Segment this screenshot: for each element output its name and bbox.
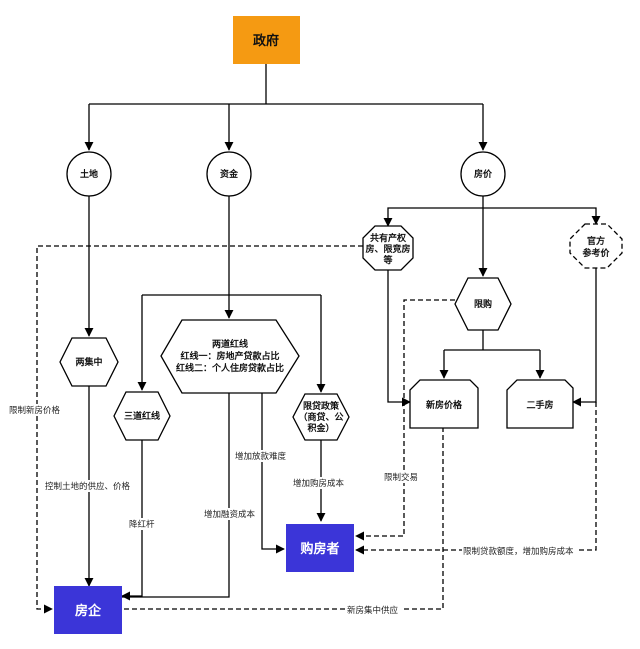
edge-label-control-land: 控制土地的供应、价格 — [45, 481, 131, 492]
loan-limit-line-1: 限贷政策 — [303, 400, 340, 412]
two-red-lines-title: 两道红线 — [212, 338, 248, 350]
edge-labels: 限制新房价格 控制土地的供应、价格 降红杆 增加融资成本 增加放款难度 增加购房… — [8, 404, 578, 616]
purchase-limit-label: 限购 — [474, 298, 492, 310]
loan-limit-line-3: 积金） — [307, 422, 334, 434]
three-red-lines-node: 三道红线 — [113, 391, 171, 441]
land-label: 土地 — [80, 168, 98, 180]
three-red-lines-label: 三道红线 — [124, 410, 160, 422]
two-concentrated-node: 两集中 — [59, 337, 119, 387]
edge-label-limit-trading: 限制交易 — [384, 472, 418, 483]
two-concentrated-label: 两集中 — [75, 356, 102, 368]
shared-property-line-2: 房、限竞房 — [365, 243, 410, 255]
two-red-lines-node: 两道红线 红线一：房地产贷款占比 红线二：个人住房贷款占比 — [160, 319, 300, 394]
official-price-node: 官方 参考价 — [569, 223, 623, 269]
two-red-lines-line-1: 红线一：房地产贷款占比 — [180, 350, 279, 362]
home-buyer-node: 购房者 — [286, 524, 354, 572]
new-house-price-node: 新房价格 — [409, 379, 479, 429]
second-hand-house-node: 二手房 — [506, 379, 574, 429]
edge-label-increase-financing-cost: 增加融资成本 — [204, 509, 256, 520]
loan-limit-node: 限贷政策 （商贷、公 积金） — [292, 393, 350, 441]
edge-label-limit-new-price: 限制新房价格 — [9, 405, 61, 416]
house-price-label: 房价 — [474, 168, 493, 180]
shared-property-node: 共有产权 房、限竞房 等 — [362, 225, 414, 271]
shared-property-line-1: 共有产权 — [370, 232, 407, 244]
edge-label-limit-loan-amount: 限制贷款额度，增加购房成本 — [463, 546, 574, 557]
land-node: 土地 — [66, 151, 112, 197]
house-price-node: 房价 — [460, 151, 506, 197]
capital-node: 资金 — [206, 151, 252, 197]
purchase-limit-node: 限购 — [454, 277, 512, 331]
solid-connectors — [84, 64, 601, 601]
edge-label-lower-bar: 降红杆 — [129, 519, 155, 530]
new-house-price-label: 新房价格 — [426, 399, 463, 411]
developer-node: 房企 — [54, 586, 122, 634]
shared-property-line-3: 等 — [382, 254, 392, 266]
official-price-line-2: 参考价 — [582, 247, 610, 259]
two-red-lines-line-2: 红线二：个人住房贷款占比 — [176, 362, 284, 374]
dashed-connectors — [36, 245, 597, 614]
developer-label: 房企 — [75, 603, 102, 619]
official-price-line-1: 官方 — [587, 235, 605, 247]
home-buyer-label: 购房者 — [300, 541, 339, 557]
edge-label-increase-purchase-cost: 增加购房成本 — [293, 478, 345, 489]
edge-label-new-house-supply: 新房集中供应 — [347, 605, 399, 616]
capital-label: 资金 — [220, 168, 239, 180]
second-hand-house-label: 二手房 — [526, 399, 553, 411]
government-node: 政府 — [233, 16, 300, 64]
edge-label-increase-lending-difficulty: 增加放款难度 — [235, 451, 287, 462]
government-label: 政府 — [253, 33, 279, 49]
loan-limit-line-2: （商贷、公 — [298, 411, 343, 423]
